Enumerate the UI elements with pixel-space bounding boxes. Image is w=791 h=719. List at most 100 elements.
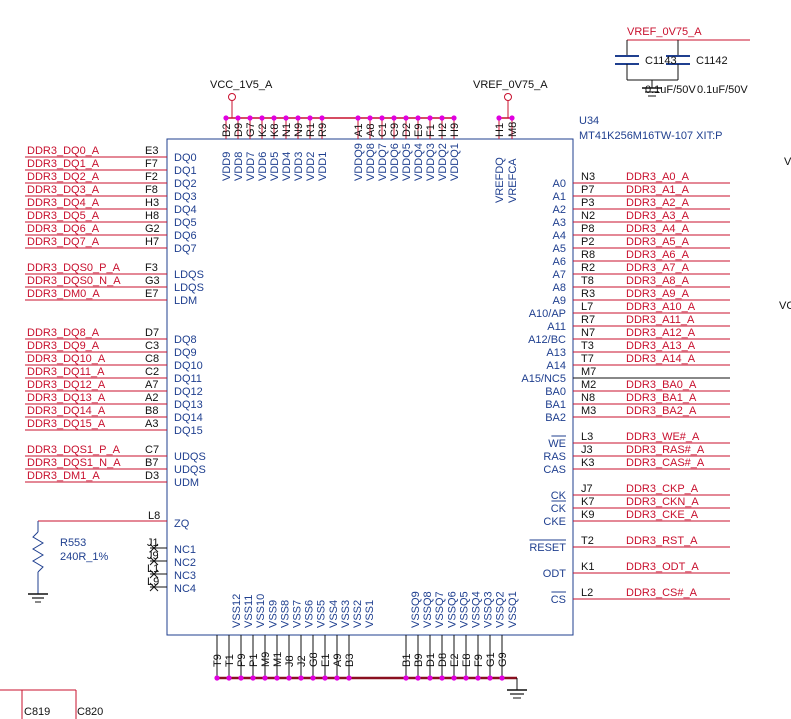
resistor-ref: R553 <box>60 537 86 549</box>
net-label-ddr3_dq1_a: DDR3_DQ1_A <box>27 158 100 170</box>
pin-name-vssq3: VSSQ3 <box>483 591 495 628</box>
pin-num-a7: A7 <box>145 379 158 391</box>
pin-num-e1: E1 <box>320 654 332 667</box>
zq-pin-num: L8 <box>148 510 160 522</box>
pin-num-j2: J2 <box>296 655 308 667</box>
pin-name-dq13: DQ13 <box>174 399 203 411</box>
pin-name-dq11: DQ11 <box>174 373 202 385</box>
pin-name-vss3: VSS3 <box>340 600 352 628</box>
pin-num-n8: N8 <box>581 392 595 404</box>
pin-num-r7: R7 <box>581 314 595 326</box>
pin-name-udqs: UDQS <box>174 451 206 463</box>
pin-num-c9: C9 <box>389 123 401 137</box>
net-label-ddr3_dq6_a: DDR3_DQ6_A <box>27 223 100 235</box>
pin-num-h1: H1 <box>494 123 506 137</box>
chip-ref: U34 <box>579 115 599 127</box>
net-label-ddr3_cke_a: DDR3_CKE_A <box>626 509 699 521</box>
pin-num-g2: G2 <box>145 223 160 235</box>
cap-c820-ref: C820 <box>77 706 103 718</box>
pin-num-l9: L9 <box>147 576 159 588</box>
net-label-ddr3_dq10_a: DDR3_DQ10_A <box>27 353 106 365</box>
pin-name-vdd9: VDD9 <box>221 152 233 181</box>
pin-num-n9: N9 <box>293 123 305 137</box>
nc-cross-icon <box>149 556 159 566</box>
junction-dot <box>238 675 244 681</box>
pin-name-vssq1: VSSQ1 <box>507 591 519 628</box>
net-label-ddr3_odt_a: DDR3_ODT_A <box>626 561 699 573</box>
net-label-ddr3_dqs1_p_a: DDR3_DQS1_P_A <box>27 444 121 456</box>
pin-name-vssq6: VSSQ6 <box>446 591 458 628</box>
pin-num-k2: K2 <box>257 124 269 137</box>
pin-name-we: WE <box>548 438 566 450</box>
pin-name-dq9: DQ9 <box>174 347 197 359</box>
junction-dot <box>475 675 481 681</box>
net-label-ddr3_dqs0_n_a: DDR3_DQS0_N_A <box>27 275 121 287</box>
pin-name-vssq9: VSSQ9 <box>410 591 422 628</box>
pin-num-r9: R9 <box>317 123 329 137</box>
pin-name-a14: A14 <box>546 360 566 372</box>
junction-dot <box>271 115 277 121</box>
vref-power-symbol <box>504 93 512 101</box>
pin-num-h7: H7 <box>145 236 159 248</box>
junction-dot <box>322 675 328 681</box>
pin-name-vdd8: VDD8 <box>233 152 245 181</box>
junction-dot <box>439 675 445 681</box>
pin-name-vrefca: VREFCA <box>507 158 519 203</box>
pin-name-a0: A0 <box>553 178 566 190</box>
pin-num-r1: R1 <box>305 123 317 137</box>
junction-dot <box>391 115 397 121</box>
junction-dot <box>307 115 313 121</box>
cap-c1142-value: 0.1uF/50V <box>697 84 748 96</box>
pin-num-b2: B2 <box>221 124 233 137</box>
pin-name-reset: RESET <box>529 542 566 554</box>
junction-dot <box>403 675 409 681</box>
pin-name-dq5: DQ5 <box>174 217 197 229</box>
net-label-ddr3_a13_a: DDR3_A13_A <box>626 340 696 352</box>
junction-dot <box>295 115 301 121</box>
pin-num-t1: T1 <box>224 654 236 667</box>
pin-num-b1: B1 <box>401 654 413 667</box>
net-label-ddr3_a12_a: DDR3_A12_A <box>626 327 696 339</box>
pin-num-t2: T2 <box>581 535 594 547</box>
pin-num-n2: N2 <box>581 210 595 222</box>
net-label-ddr3_rst_a: DDR3_RST_A <box>626 535 698 547</box>
junction-dot <box>247 115 253 121</box>
pin-name-dq1: DQ1 <box>174 165 197 177</box>
pin-name-vssq5: VSSQ5 <box>458 591 470 628</box>
pin-num-k3: K3 <box>581 457 594 469</box>
junction-dot <box>250 675 256 681</box>
pin-name-vddq7: VDDQ7 <box>377 143 389 181</box>
pin-num-k8: K8 <box>269 124 281 137</box>
pin-num-t9: T9 <box>212 654 224 667</box>
pin-name-a7: A7 <box>553 269 566 281</box>
net-label-ddr3_a7_a: DDR3_A7_A <box>626 262 690 274</box>
pin-num-b3: B3 <box>344 654 356 667</box>
pin-name-vrefdq: VREFDQ <box>494 157 506 203</box>
net-label-ddr3_a11_a: DDR3_A11_A <box>626 314 695 326</box>
pin-name-vddq8: VDDQ8 <box>365 143 377 181</box>
pin-num-b8: B8 <box>145 405 158 417</box>
pin-num-t7: T7 <box>581 353 594 365</box>
net-label-ddr3_dqs1_n_a: DDR3_DQS1_N_A <box>27 457 121 469</box>
net-label-ddr3_dq13_a: DDR3_DQ13_A <box>27 392 106 404</box>
pin-num-g3: G3 <box>145 275 160 287</box>
pin-num-g8: G8 <box>308 652 320 667</box>
pin-num-r2: R2 <box>581 262 595 274</box>
pin-num-p8: P8 <box>581 223 594 235</box>
pin-num-j9: J9 <box>147 550 159 562</box>
vcc-power-symbol <box>228 93 236 101</box>
pin-name-vdd7: VDD7 <box>245 152 257 181</box>
vref-power-label: VREF_0V75_A <box>473 79 548 91</box>
pin-num-l7: L7 <box>581 301 593 313</box>
pin-name-vdd1: VDD1 <box>317 152 329 181</box>
pin-name-vssq8: VSSQ8 <box>422 591 434 628</box>
net-label-ddr3_dm1_a: DDR3_DM1_A <box>27 470 100 482</box>
net-label-ddr3_dq11_a: DDR3_DQ11_A <box>27 366 105 378</box>
junction-dot <box>427 675 433 681</box>
pin-num-l1: L1 <box>147 563 159 575</box>
pin-name-nc2: NC2 <box>174 557 196 569</box>
pin-num-e9: E9 <box>413 124 425 137</box>
net-label-ddr3_dq9_a: DDR3_DQ9_A <box>27 340 100 352</box>
pin-name-dq2: DQ2 <box>174 178 197 190</box>
pin-num-j1: J1 <box>147 537 159 549</box>
